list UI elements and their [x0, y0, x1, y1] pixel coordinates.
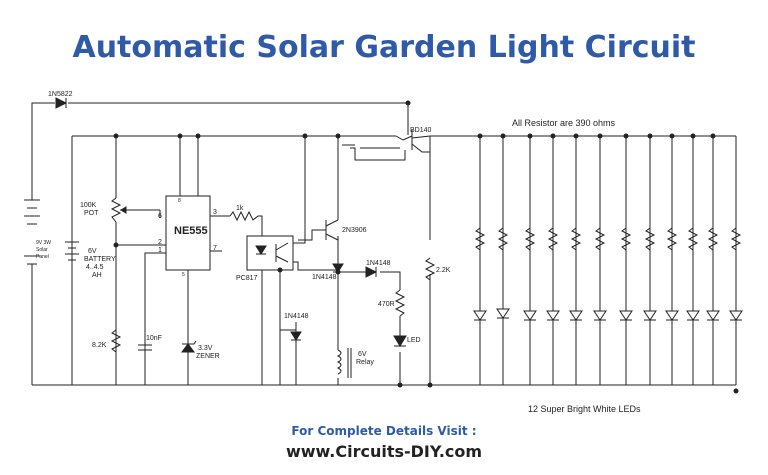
page-title: Automatic Solar Garden Light Circuit	[72, 30, 696, 65]
resistor-1k-symbol	[229, 210, 259, 222]
led-resistor	[686, 227, 700, 321]
pin-1: 1	[158, 247, 162, 254]
led-resistor	[473, 227, 487, 321]
diode-1n5822-symbol	[55, 97, 68, 109]
zener-3-3v-symbol	[181, 343, 195, 353]
resistor-470r-symbol	[394, 289, 406, 317]
pin-2: 2	[158, 239, 162, 246]
footer-url[interactable]: www.Circuits-DIY.com	[285, 442, 483, 461]
led-resistor	[643, 227, 657, 321]
label-10nf: 10nF	[146, 335, 162, 342]
solar-panel-symbol	[24, 199, 40, 265]
label-1n4148-a: 1N4148	[312, 274, 337, 281]
footer-label: For Complete Details Visit :	[291, 424, 477, 438]
label-ne555: NE555	[174, 225, 208, 237]
circuit-wires	[31, 102, 737, 386]
label-8-2k: 8.2K	[92, 342, 107, 349]
label-1n5822: 1N5822	[48, 91, 73, 98]
label-led-array: 12 Super Bright White LEDs	[528, 404, 641, 414]
led-array	[473, 227, 743, 321]
led-resistor	[729, 227, 743, 321]
pin-7: 7	[213, 245, 217, 252]
pin-8: 8	[178, 198, 181, 204]
pin-6: 6	[158, 213, 162, 220]
pot-100k-symbol	[110, 197, 122, 223]
status-led-symbol	[393, 335, 407, 347]
pin-3: 3	[213, 209, 217, 216]
component-labels: 1N5822 All Resistor are 390 ohms BD140 9…	[36, 91, 641, 414]
led-resistor	[665, 227, 679, 321]
label-1k: 1k	[236, 205, 244, 212]
transistor-2n3906-symbol	[298, 219, 339, 241]
led-resistor	[496, 227, 510, 319]
led-resistor	[569, 227, 583, 321]
led-resistor	[619, 227, 633, 321]
pc817-optocoupler	[246, 235, 294, 271]
components	[24, 97, 743, 378]
label-resistor-note: All Resistor are 390 ohms	[512, 118, 616, 128]
label-470r: 470R	[378, 301, 395, 308]
relay-coil-symbol	[336, 348, 352, 378]
junction-dots	[113, 100, 739, 394]
capacitor-10nf-symbol	[138, 344, 152, 351]
label-1n4148-c: 1N4148	[284, 313, 309, 320]
led-resistor	[523, 227, 537, 321]
led-column-wires	[479, 136, 737, 385]
led-resistor	[546, 227, 560, 321]
resistor-8-2k-symbol	[110, 329, 122, 353]
label-pc817: PC817	[236, 275, 258, 282]
label-1n4148-b: 1N4148	[366, 260, 391, 267]
battery-symbol	[65, 241, 79, 261]
label-led: LED	[407, 337, 421, 344]
label-2n3906: 2N3906	[342, 227, 367, 234]
label-bd140: BD140	[410, 127, 432, 134]
led-resistor	[593, 227, 607, 321]
label-2-2k: 2.2K	[436, 267, 451, 274]
ne555-ic	[165, 195, 211, 271]
pin-5: 5	[182, 272, 185, 278]
resistor-2-2k-symbol	[424, 257, 436, 281]
led-resistor	[706, 227, 720, 321]
